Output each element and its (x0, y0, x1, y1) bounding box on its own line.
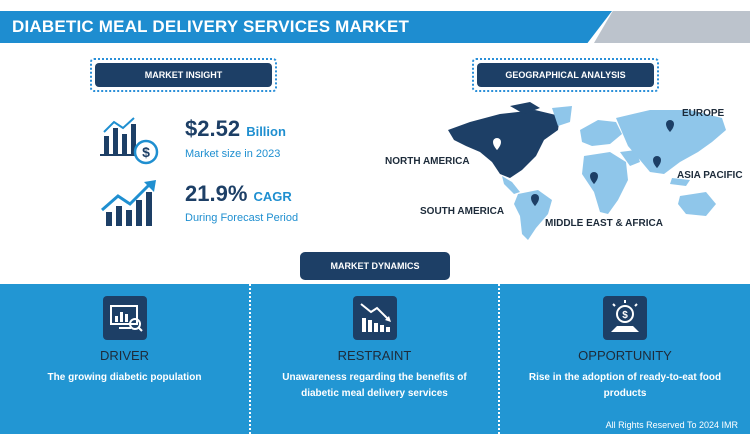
driver-text: The growing diabetic population (47, 372, 202, 383)
opportunity-card: $ OPPORTUNITY Rise in the adoption of re… (500, 284, 750, 434)
geo-analysis-label: GEOGRAPHICAL ANALYSIS (477, 63, 654, 87)
restraint-card: RESTRAINT Unawareness regarding the bene… (251, 284, 498, 434)
svg-text:$: $ (142, 144, 150, 160)
label-south-america: SOUTH AMERICA (420, 206, 505, 217)
dynamics-panel: DRIVER The growing diabetic population R… (0, 284, 750, 434)
asia-shape (616, 110, 726, 174)
growth-chart-icon (101, 180, 156, 226)
monitor-analytics-icon (102, 296, 147, 340)
copyright-footer: All Rights Reserved To 2024 IMR (605, 420, 738, 430)
south-america-shape (514, 190, 552, 240)
opportunity-text: Rise in the adoption of ready-to-eat foo… (528, 372, 722, 399)
title-bar-grey (594, 11, 750, 43)
market-size-caption: Market size in 2023 (185, 148, 281, 160)
cagr-unit: CAGR (253, 189, 292, 204)
svg-text:$: $ (622, 310, 628, 321)
restraint-title: RESTRAINT (337, 348, 412, 363)
market-insight-label: MARKET INSIGHT (95, 63, 272, 87)
restraint-text: Unawareness regarding the benefits of di… (282, 372, 467, 399)
divider (249, 284, 251, 434)
label-europe: EUROPE (682, 108, 725, 119)
cagr-caption: During Forecast Period (185, 212, 299, 224)
label-north-america: NORTH AMERICA (385, 156, 470, 167)
europe-shape (580, 120, 622, 146)
label-asia-pacific: ASIA PACIFIC (677, 170, 743, 181)
label-middle-east-africa: MIDDLE EAST & AFRICA (545, 218, 663, 229)
north-america-shape (448, 110, 560, 178)
declining-chart-icon (352, 296, 397, 340)
page-title: DIABETIC MEAL DELIVERY SERVICES MARKET (12, 17, 410, 36)
market-size-unit: Billion (246, 124, 286, 139)
geo-analysis-pill: GEOGRAPHICAL ANALYSIS (472, 58, 659, 92)
cagr-number: 21.9% (185, 181, 248, 206)
driver-card: DRIVER The growing diabetic population (0, 284, 249, 434)
divider (498, 284, 500, 434)
market-size-number: $2.52 (185, 116, 241, 141)
world-map (448, 102, 726, 240)
driver-title: DRIVER (99, 348, 150, 363)
bar-chart-dollar-icon: $ (100, 117, 159, 165)
title-bar: DIABETIC MEAL DELIVERY SERVICES MARKET (0, 11, 750, 43)
lightbulb-dollar-icon: $ (603, 296, 647, 340)
market-dynamics-pill: MARKET DYNAMICS (300, 252, 450, 280)
location-pins (493, 120, 674, 206)
market-insight-pill: MARKET INSIGHT (90, 58, 277, 92)
africa-shape (582, 152, 628, 214)
opportunity-title: OPPORTUNITY (578, 348, 672, 363)
australia-shape (678, 192, 716, 216)
title-bar-blue (0, 11, 612, 43)
market-size-value: $2.52 Billion (185, 116, 286, 142)
cagr-value: 21.9% CAGR (185, 181, 292, 207)
